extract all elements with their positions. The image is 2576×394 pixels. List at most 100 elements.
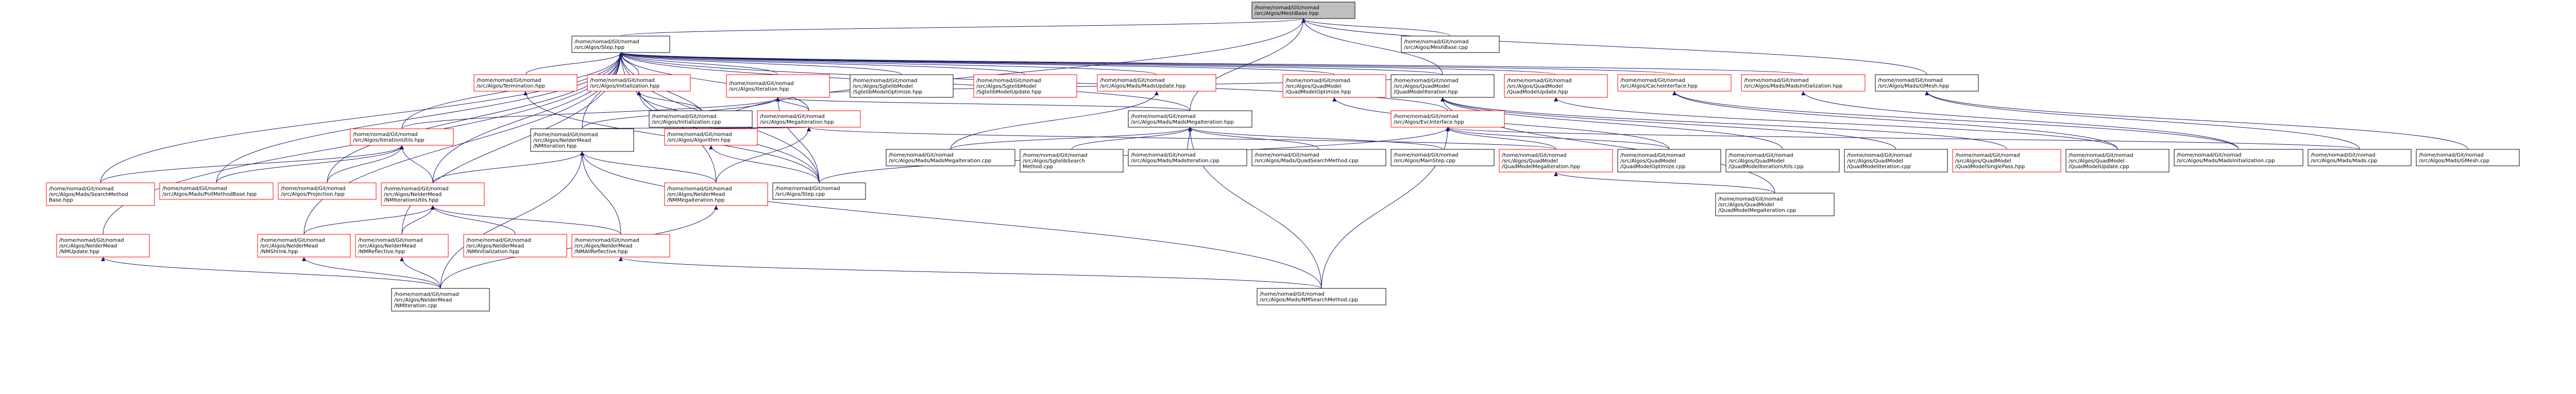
dependency-edge: [1188, 127, 1319, 150]
node-label-line: /src/Algos/Mads/MadsMegaIteration.cpp: [889, 158, 991, 164]
node-box: [159, 182, 274, 200]
file-node-quadmodeloptimize-cpp[interactable]: /home/nomad/Git/nomad/src/Algos/QuadMode…: [1617, 149, 1721, 173]
node-label-line: /home/nomad/Git/nomad: [1131, 114, 1196, 119]
node-label-line: /src/Algos/Step.cpp: [775, 192, 825, 197]
file-node-nmshrink-hpp[interactable]: /home/nomad/Git/nomad/src/Algos/NelderMe…: [257, 234, 351, 258]
file-node-quadsearchmethod-cpp[interactable]: /home/nomad/Git/nomad/src/Algos/Mads/Qua…: [1251, 149, 1386, 166]
file-node-sgtelibmodeloptimize-hpp[interactable]: /home/nomad/Git/nomad/src/Algos/SgtelibM…: [850, 74, 954, 98]
dependency-edge: [1554, 172, 1775, 194]
dependency-edge: [619, 52, 1026, 75]
file-node-nmallreflective-hpp[interactable]: /home/nomad/Git/nomad/src/Algos/NelderMe…: [571, 234, 670, 258]
file-node-sgtelibmodelupdate-hpp[interactable]: /home/nomad/Git/nomad/src/Algos/SgtelibM…: [973, 74, 1077, 98]
file-node-nmiterationutils-hpp[interactable]: /home/nomad/Git/nomad/src/Algos/NelderMe…: [381, 182, 485, 206]
file-node-megaiteration-hpp[interactable]: /home/nomad/Git/nomad/src/Algos/Megaiter…: [757, 110, 861, 128]
file-node-meshbase-cpp[interactable]: /home/nomad/Git/nomad/src/Algos/MeshBase…: [1401, 36, 1500, 53]
file-node-quadmodeliteration-hpp[interactable]: /home/nomad/Git/nomad/src/Algos/QuadMode…: [1391, 74, 1495, 98]
node-box: [278, 182, 377, 200]
file-node-initialization-cpp[interactable]: /home/nomad/Git/nomad/src/Algos/Initiali…: [649, 110, 753, 128]
node-box: [1504, 74, 1608, 98]
file-node-madsinitialization-hpp[interactable]: /home/nomad/Git/nomad/src/Algos/Mads/Mad…: [1741, 74, 1866, 92]
dependency-edge: [216, 52, 623, 183]
file-node-quadmodeliterationutils-cpp[interactable]: /home/nomad/Git/nomad/src/Algos/QuadMode…: [1725, 149, 1840, 173]
node-label-line: /home/nomad/Git/nomad: [1878, 78, 1943, 83]
node-label-line: /home/nomad/Git/nomad: [162, 186, 227, 192]
file-node-evcinterface-hpp[interactable]: /home/nomad/Git/nomad/src/Algos/EvcInter…: [1391, 110, 1505, 128]
dependency-edge: [1301, 18, 1451, 37]
file-node-mainstep-cpp[interactable]: /home/nomad/Git/nomad/src/Algos/MainStep…: [1391, 149, 1495, 166]
node-box: [1391, 110, 1505, 128]
file-node-quadmodeloptimize-hpp[interactable]: /home/nomad/Git/nomad/src/Algos/QuadMode…: [1282, 74, 1386, 98]
file-node-madsmegaiteration-cpp[interactable]: /home/nomad/Git/nomad/src/Algos/Mads/Mad…: [886, 149, 1015, 166]
file-node-iterationutils-hpp[interactable]: /home/nomad/Git/nomad/src/Algos/Iteratio…: [350, 128, 454, 146]
file-node-quadmodeliteration-cpp[interactable]: /home/nomad/Git/nomad/src/Algos/QuadMode…: [1844, 149, 1948, 173]
file-node-nmiteration-cpp[interactable]: /home/nomad/Git/nomad/src/Algos/NelderMe…: [391, 288, 490, 312]
file-node-madsiteration-cpp[interactable]: /home/nomad/Git/nomad/src/Algos/Mads/Mad…: [1128, 149, 1247, 166]
node-label-line: /src/Algos/Termination.hpp: [477, 83, 545, 89]
dependency-edge: [619, 52, 1157, 75]
dependency-edge: [950, 91, 1159, 150]
file-node-cacheinterface-hpp[interactable]: /home/nomad/Git/nomad/src/Algos/CacheInt…: [1617, 74, 1732, 92]
file-node-initialization-hpp[interactable]: /home/nomad/Git/nomad/src/Algos/Initiali…: [587, 74, 691, 92]
file-node-quadmodelupdate-hpp[interactable]: /home/nomad/Git/nomad/src/Algos/QuadMode…: [1504, 74, 1608, 98]
file-node-nminitialization-hpp[interactable]: /home/nomad/Git/nomad/src/Algos/NelderMe…: [463, 234, 567, 258]
dependency-edge: [431, 205, 621, 235]
file-node-gmesh-hpp[interactable]: /home/nomad/Git/nomad/src/Algos/Mads/GMe…: [1875, 74, 1979, 92]
dependency-edge: [776, 97, 820, 183]
node-label-line: /home/nomad/Git/nomad: [1507, 78, 1572, 84]
node-label-line: /home/nomad/Git/nomad: [2311, 152, 2376, 158]
file-node-iteration-hpp[interactable]: /home/nomad/Git/nomad/src/Algos/Iteratio…: [726, 74, 830, 98]
file-node-projection-hpp[interactable]: /home/nomad/Git/nomad/src/Algos/Projecti…: [278, 182, 377, 200]
node-box: [1952, 149, 2061, 173]
node-box: [2308, 149, 2412, 166]
dependency-edge: [1446, 127, 2360, 150]
file-node-sgtelibsearchmethod-cpp[interactable]: /home/nomad/Git/nomad/src/Algos/SgtelibS…: [1020, 149, 1124, 173]
file-node-nmreflective-hpp[interactable]: /home/nomad/Git/nomad/src/Algos/NelderMe…: [355, 234, 449, 258]
file-node-step-cpp[interactable]: /home/nomad/Git/nomad/src/Algos/Step.cpp: [772, 182, 866, 200]
file-node-quadmodelmegaiteration-hpp[interactable]: /home/nomad/Git/nomad/src/Algos/QuadMode…: [1499, 149, 1613, 173]
file-node-quadmodelupdate-cpp[interactable]: /home/nomad/Git/nomad/src/Algos/QuadMode…: [2065, 149, 2170, 173]
node-label-line: /src/Algos/QuadModel: [1955, 159, 2011, 164]
node-box: [46, 182, 155, 206]
file-node-madsmegaiteration-hpp[interactable]: /home/nomad/Git/nomad/src/Algos/Mads/Mad…: [1128, 110, 1252, 128]
node-label-line: /home/nomad/Git/nomad: [1502, 153, 1567, 159]
node-label-line: /src/Algos/EvcInterface.hpp: [1394, 119, 1464, 125]
node-box: [973, 74, 1077, 98]
file-node-quadmodelsinglepass-hpp[interactable]: /home/nomad/Git/nomad/src/Algos/QuadMode…: [1952, 149, 2061, 173]
file-node-termination-hpp[interactable]: /home/nomad/Git/nomad/src/Algos/Terminat…: [473, 74, 578, 92]
file-node-nmiteration-hpp[interactable]: /home/nomad/Git/nomad/src/Algos/NelderMe…: [530, 128, 634, 152]
node-box: [1499, 149, 1613, 173]
node-label-line: /src/Algos/Mads/MadsMegaIteration.hpp: [1131, 119, 1234, 125]
node-box: [381, 182, 485, 206]
node-label-line: /src/Algos/NelderMead: [667, 192, 725, 198]
node-label-line: /src/Algos/MeshBase.cpp: [1404, 45, 1468, 50]
node-label-line: /src/Algos/QuadModel: [1728, 159, 1785, 164]
file-node-madsinitialization-cpp[interactable]: /home/nomad/Git/nomad/src/Algos/Mads/Mad…: [2174, 149, 2303, 166]
node-label-line: /src/Algos/Mads/GMesh.cpp: [2419, 158, 2489, 164]
dependency-edge: [303, 205, 435, 235]
node-label-line: /src/Algos/Mads/PollMethodBase.hpp: [162, 192, 257, 197]
node-label-line: /home/nomad/Git/nomad: [1255, 152, 1319, 158]
file-node-gmesh-cpp[interactable]: /home/nomad/Git/nomad/src/Algos/Mads/GMe…: [2416, 149, 2520, 166]
file-node-algorithm-hpp[interactable]: /home/nomad/Git/nomad/src/Algos/Algorith…: [664, 128, 758, 146]
file-node-nmsearchmethod-cpp[interactable]: /home/nomad/Git/nomad/src/Algos/Mads/NMS…: [1257, 288, 1386, 305]
node-box: [2416, 149, 2520, 166]
file-node-nmupdate-hpp[interactable]: /home/nomad/Git/nomad/src/Algos/NelderMe…: [56, 234, 150, 258]
node-label-line: /src/Algos/QuadModel: [1507, 84, 1563, 90]
node-label-line: /home/nomad/Git/nomad: [667, 186, 732, 192]
node-label-line: /home/nomad/Git/nomad: [1955, 153, 2020, 159]
node-label-line: Base.hpp: [49, 198, 73, 203]
file-node-searchmethodbase-hpp[interactable]: /home/nomad/Git/nomad/src/Algos/Mads/Sea…: [46, 182, 155, 206]
node-label-line: /home/nomad/Git/nomad: [1285, 78, 1350, 84]
node-label-line: /QuadModelOptimize.hpp: [1285, 90, 1351, 95]
node-box: [2065, 149, 2170, 173]
node-label-line: /home/nomad/Git/nomad: [775, 186, 840, 192]
file-node-mads-cpp[interactable]: /home/nomad/Git/nomad/src/Algos/Mads/Mad…: [2308, 149, 2412, 166]
node-box: [664, 182, 768, 206]
file-node-quadmodelmegaiteration-cpp[interactable]: /home/nomad/Git/nomad/src/Algos/QuadMode…: [1715, 193, 1835, 216]
file-node-madsupdate-hpp[interactable]: /home/nomad/Git/nomad/src/Algos/Mads/Mad…: [1097, 74, 1216, 92]
file-node-pollmethodbase-hpp[interactable]: /home/nomad/Git/nomad/src/Algos/Mads/Pol…: [159, 182, 274, 200]
file-node-step-hpp[interactable]: /home/nomad/Git/nomad/src/Algos/Step.hpp: [571, 36, 670, 53]
dependency-edge: [620, 18, 1306, 37]
node-label-line: /home/nomad/Git/nomad: [533, 132, 598, 138]
file-node-nmmegaiteration-hpp[interactable]: /home/nomad/Git/nomad/src/Algos/NelderMe…: [664, 182, 768, 206]
